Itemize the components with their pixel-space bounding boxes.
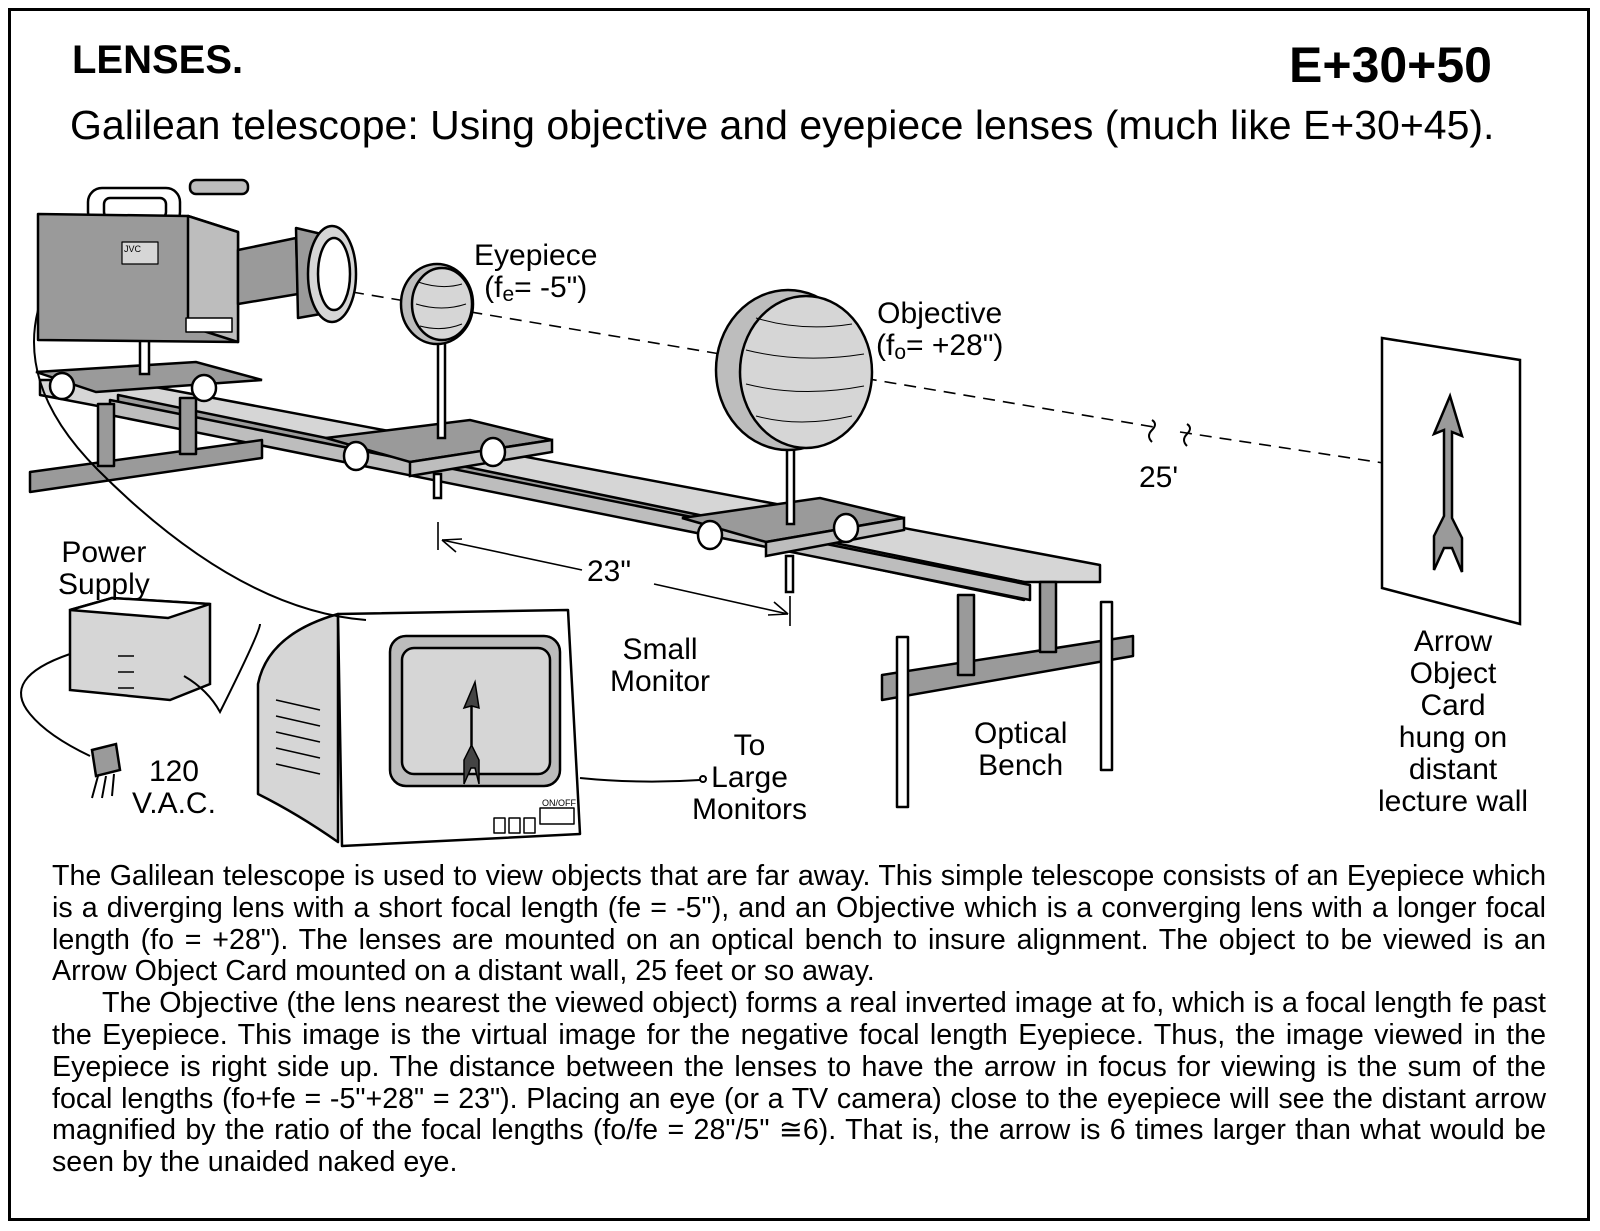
- video-camera: [36, 178, 358, 344]
- paragraph-2: The Objective (the lens nearest the view…: [52, 987, 1546, 1179]
- cables: [20, 309, 707, 783]
- camera-carrier: [35, 338, 263, 403]
- distance-25-ft-label: 25': [1139, 461, 1179, 494]
- page-border: [8, 8, 1590, 1221]
- monitor-arrow-image: [462, 679, 480, 785]
- page-subtitle: Galilean telescope: Using objective and …: [70, 102, 1495, 148]
- camera-brand-label: JVC: [124, 244, 142, 254]
- distance-23-in-label: 23": [587, 555, 632, 588]
- description-text: The Galilean telescope is used to view o…: [52, 860, 1546, 1179]
- axis-break-mark: [1148, 419, 1191, 447]
- monitor-switch-label: ON/OFF: [542, 798, 576, 808]
- power-supply: [68, 596, 212, 702]
- demo-code: E+30+50: [1289, 37, 1492, 93]
- eyepiece-carrier: [325, 418, 554, 500]
- eyepiece-label: Eyepiece (fe= -5"): [474, 239, 598, 307]
- small-monitor: [256, 608, 582, 848]
- paragraph-1: The Galilean telescope is used to view o…: [52, 860, 1546, 988]
- optical-bench: [28, 378, 1135, 809]
- section-title: LENSES.: [72, 38, 244, 82]
- dimension-23-in: [437, 522, 791, 626]
- objective-label: Objective (fo= +28"): [876, 297, 1004, 365]
- arrow-object-card: [1380, 336, 1522, 626]
- objective-lens: [714, 288, 874, 526]
- power-plug: [90, 742, 122, 799]
- eyepiece-lens: [399, 262, 475, 440]
